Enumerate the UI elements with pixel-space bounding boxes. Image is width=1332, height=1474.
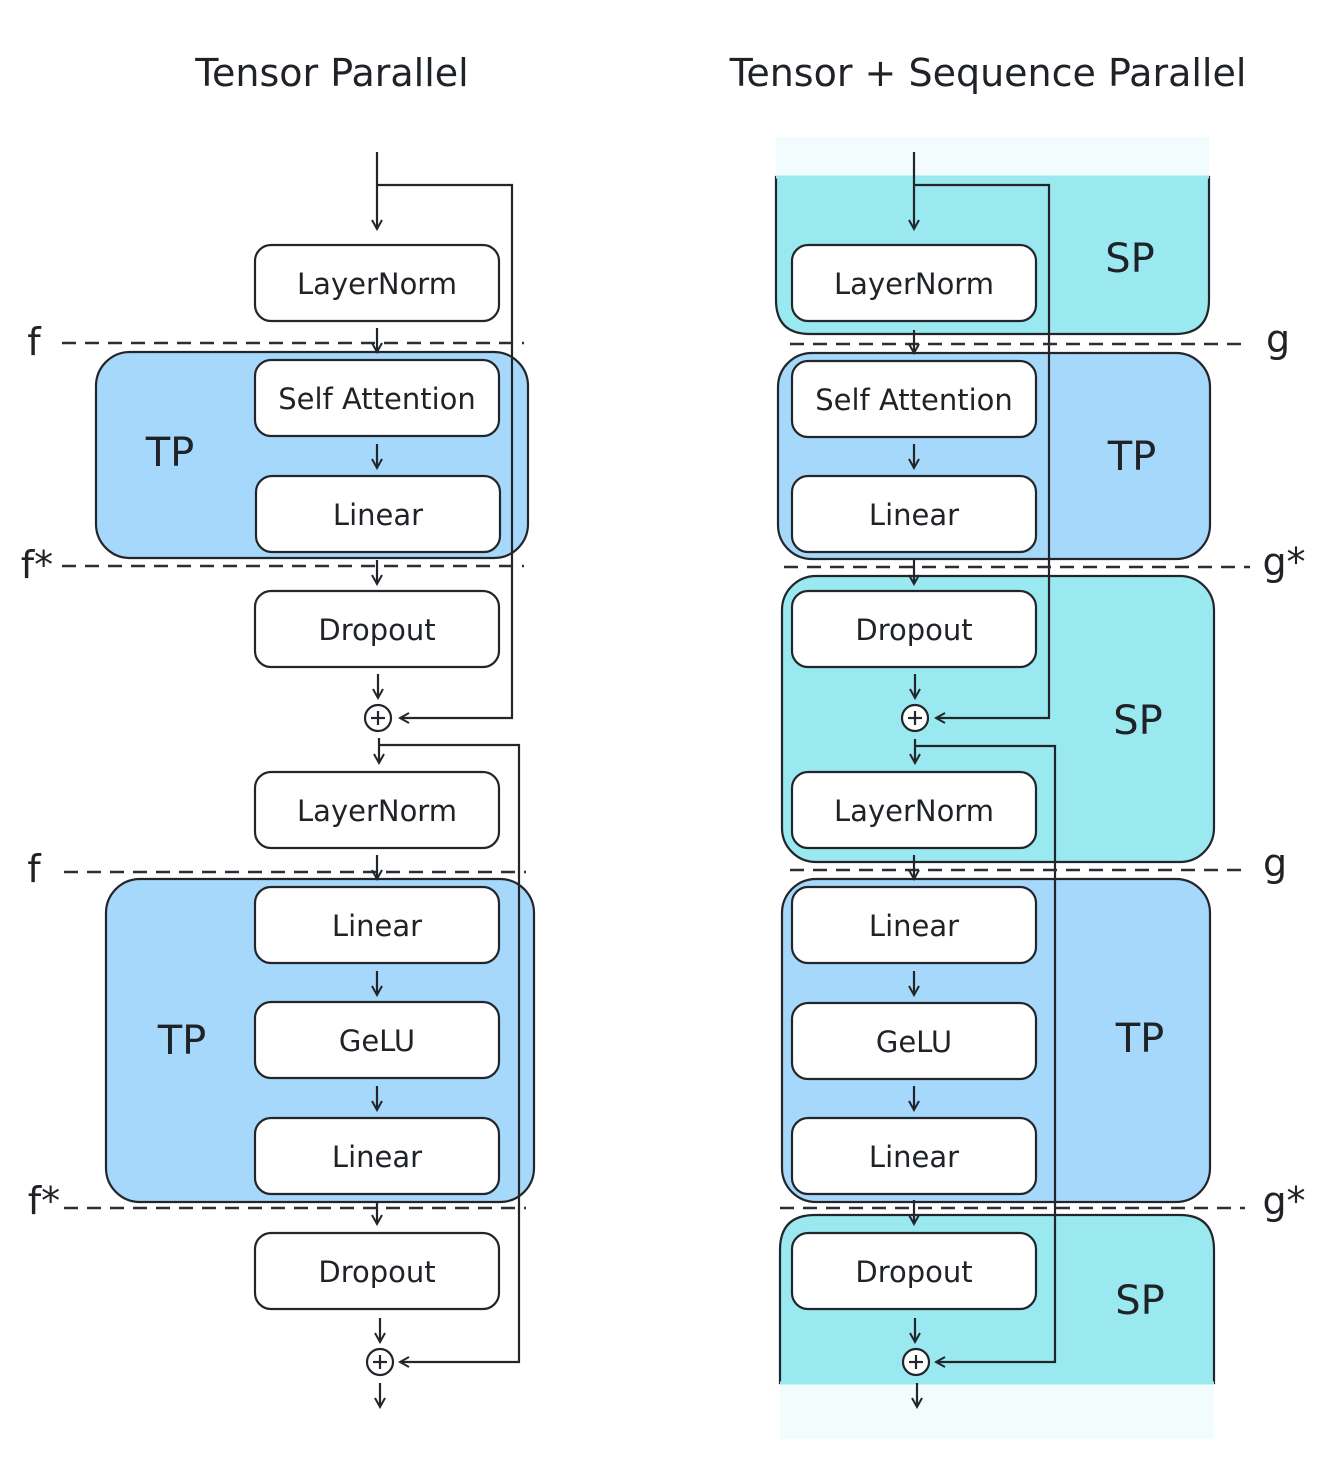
right-block-layernorm-2: LayerNorm — [790, 770, 1038, 850]
left-add-node-1 — [363, 703, 393, 733]
left-add-node-2 — [365, 1347, 395, 1377]
left-block-layernorm-2: LayerNorm — [253, 770, 501, 850]
left-residual-connection-2 — [379, 743, 521, 1362]
right-boundary-label-gstar-1: g* — [1262, 540, 1305, 584]
right-add-node-1 — [900, 703, 930, 733]
left-tp-label-2: TP — [157, 1018, 207, 1064]
svg-text:LayerNorm: LayerNorm — [297, 267, 457, 301]
right-block-self-attention: Self Attention — [790, 359, 1038, 439]
right-boundary-label-g-2: g — [1263, 841, 1287, 885]
right-block-gelu: GeLU — [790, 1001, 1038, 1081]
right-boundary-label-g-1: g — [1266, 317, 1290, 361]
right-diagram: SP TP SP TP SP g g* g g* — [774, 137, 1306, 1439]
left-block-dropout-2: Dropout — [253, 1231, 501, 1311]
svg-text:Linear: Linear — [333, 498, 423, 532]
right-add-node-2 — [901, 1347, 931, 1377]
right-block-linear-2: Linear — [790, 885, 1038, 965]
svg-text:Linear: Linear — [332, 909, 422, 943]
left-block-dropout-1: Dropout — [253, 589, 501, 669]
right-block-linear-3: Linear — [790, 1116, 1038, 1196]
right-boundary-label-gstar-2: g* — [1262, 1179, 1305, 1223]
left-boundary-label-f-2: f — [27, 847, 42, 891]
right-block-dropout-2: Dropout — [790, 1231, 1038, 1311]
svg-text:Self Attention: Self Attention — [278, 382, 476, 416]
svg-text:Linear: Linear — [869, 498, 959, 532]
left-block-linear-3: Linear — [253, 1116, 501, 1196]
left-tp-label-1: TP — [145, 430, 195, 476]
svg-text:Dropout: Dropout — [855, 1255, 972, 1289]
left-block-self-attention: Self Attention — [253, 358, 501, 438]
right-block-layernorm-1: LayerNorm — [790, 243, 1038, 323]
right-sp-label-3: SP — [1115, 1278, 1165, 1324]
svg-text:GeLU: GeLU — [339, 1024, 415, 1058]
left-boundary-label-f-1: f — [27, 320, 42, 364]
right-residual-connection-1 — [914, 183, 1051, 718]
left-block-gelu: GeLU — [253, 1000, 501, 1080]
svg-text:Self Attention: Self Attention — [815, 383, 1013, 417]
svg-text:Dropout: Dropout — [855, 613, 972, 647]
right-sp-label-2: SP — [1113, 698, 1163, 744]
svg-text:LayerNorm: LayerNorm — [834, 267, 994, 301]
svg-text:Linear: Linear — [869, 909, 959, 943]
left-boundary-label-fstar-2: f* — [28, 1179, 60, 1223]
svg-text:Linear: Linear — [332, 1140, 422, 1174]
title-tensor-parallel: Tensor Parallel — [194, 51, 468, 95]
right-tp-label-2: TP — [1115, 1016, 1165, 1062]
svg-text:Linear: Linear — [869, 1140, 959, 1174]
right-block-dropout-1: Dropout — [790, 589, 1038, 669]
svg-text:Dropout: Dropout — [318, 613, 435, 647]
right-residual-connection-2 — [916, 744, 1057, 1362]
svg-text:LayerNorm: LayerNorm — [834, 794, 994, 828]
right-sp-fade-bottom — [780, 1383, 1214, 1439]
svg-text:GeLU: GeLU — [876, 1025, 952, 1059]
right-block-linear-1: Linear — [790, 474, 1038, 554]
svg-text:Dropout: Dropout — [318, 1255, 435, 1289]
right-sp-label-1: SP — [1105, 236, 1155, 282]
left-block-linear-1: Linear — [254, 474, 502, 554]
right-tp-label-1: TP — [1107, 434, 1157, 480]
left-boundary-label-fstar-1: f* — [21, 543, 53, 587]
left-diagram: TP TP f f* f f* LayerNorm — [21, 152, 536, 1407]
left-residual-connection-1 — [377, 183, 514, 718]
svg-text:LayerNorm: LayerNorm — [297, 794, 457, 828]
title-tensor-sequence-parallel: Tensor + Sequence Parallel — [729, 51, 1247, 95]
left-block-layernorm-1: LayerNorm — [253, 243, 501, 323]
left-block-linear-2: Linear — [253, 885, 501, 965]
right-sp-fade-top — [776, 137, 1209, 177]
